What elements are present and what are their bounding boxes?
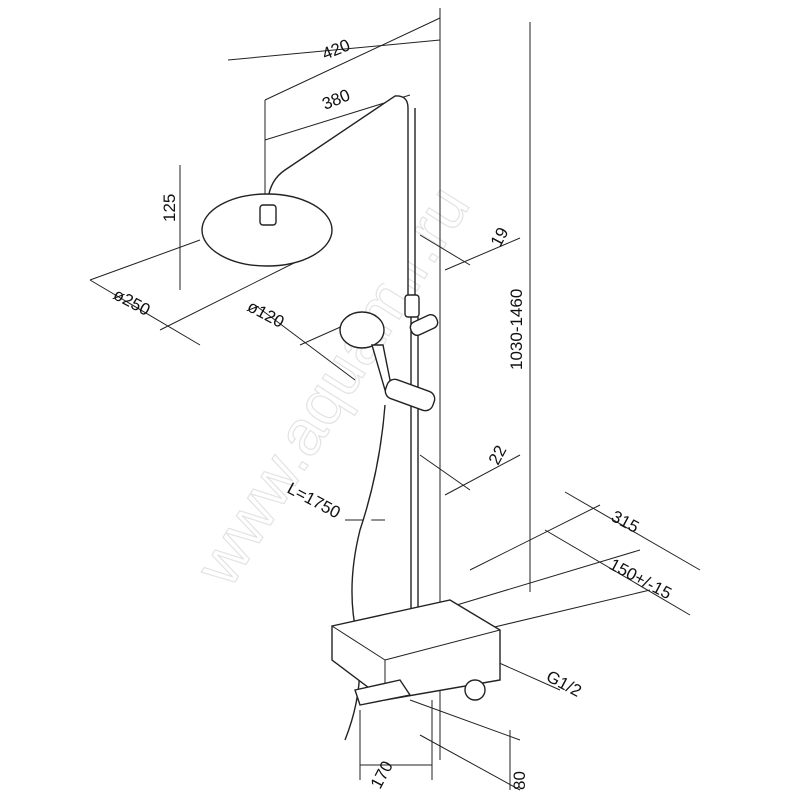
dim-22: 22 xyxy=(485,442,511,468)
control-knob xyxy=(464,679,486,701)
dim-hand-diameter: ø120 xyxy=(244,297,287,332)
dim-height-range: 1030-1460 xyxy=(507,289,526,370)
dim-80: 80 xyxy=(510,771,529,790)
dim-315: 315 xyxy=(608,507,642,537)
shower-system xyxy=(201,95,501,741)
dim-420: 420 xyxy=(319,35,352,63)
rain-shower-head xyxy=(201,193,333,267)
hand-shower-head xyxy=(339,311,385,349)
dim-170: 170 xyxy=(367,758,397,792)
dim-125: 125 xyxy=(160,194,179,222)
dim-inlet-spacing: 150+/-15 xyxy=(606,555,675,604)
dim-380: 380 xyxy=(319,85,352,113)
thermostat-shelf xyxy=(331,599,501,701)
dim-head-diameter: ø250 xyxy=(110,285,153,320)
dimension-lines xyxy=(89,8,701,791)
dim-thread: G1/2 xyxy=(543,667,584,701)
dim-19: 19 xyxy=(487,224,513,250)
